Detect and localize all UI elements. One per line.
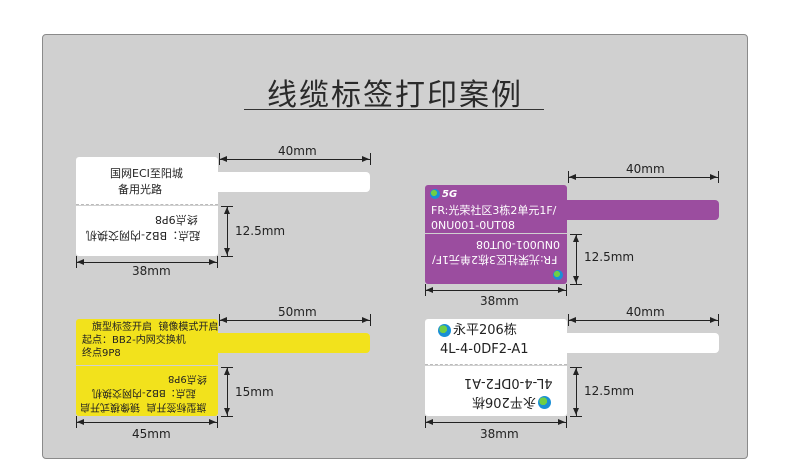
dim-1-tick [217,256,218,268]
dim-3-arrow [209,419,216,425]
label-2-line-1: FR:光荣社区3栋2单元1F/ [431,204,557,217]
label-3-line-2: 起点：BB2-内网交换机 [82,335,186,346]
china-mobile-logo-icon [538,396,551,409]
dim-2-tick [570,284,582,285]
dim-1-arrow [77,259,84,265]
label-2-line-2: 0NU001-0UT08 [431,219,516,232]
dim-3-line [227,367,228,416]
dim-2-arrow [426,287,433,293]
label-2-front [425,185,567,233]
label-3-flip-line-2: 起点：BB2-内网交换机 [92,387,196,398]
label-3-flip-line-3: 旗型标签开启 镜像模式开启 [80,401,207,412]
label-4-line-1: 永平206栋 [453,323,517,338]
dim-4-height-text: 12.5mm [584,384,635,398]
dim-1-tail-text: 40mm [278,144,317,158]
label-1-flip-line-2: 起点：BB2-内网交换机 [86,229,201,242]
dim-1-arrow [362,156,369,162]
dim-4-tail-text: 40mm [626,305,665,319]
dim-2-line [568,177,718,178]
dim-3-line [219,320,370,321]
dim-3-width-text: 45mm [132,427,171,441]
page-title: 线缆标签打印案例 [267,78,523,113]
label-2-flip-line-1: 0NU001-0UT08 [476,238,561,251]
title-underline [244,109,544,110]
label-1-line-2: 备用光路 [118,183,162,196]
china-mobile-logo-icon [430,189,440,199]
dim-4-line [425,422,566,423]
dim-4-line [568,320,718,321]
dim-4-line [576,367,577,416]
label-3-line-1: 旗型标签开启 镜像模式开启 [92,322,219,333]
label-4-flip-line-2: 永平206栋 [472,394,536,409]
dim-1-width-text: 38mm [132,264,171,278]
dim-1-height-text: 12.5mm [235,224,286,238]
label-4-flip-line-1: 4L-4-0DF2-A1 [464,375,553,390]
dim-2-height-text: 12.5mm [584,250,635,264]
label-2-flip-line-2: FR:光荣社区3栋2单元1F/ [432,253,558,266]
china-mobile-logo-icon [438,324,451,337]
label-3-flip-line-1: 终点9P8 [168,373,207,384]
label-2-back [425,234,567,284]
china-mobile-logo-icon [553,270,563,280]
dim-1-arrow [209,259,216,265]
dim-3-tick [370,314,371,326]
label-1-back [76,206,218,256]
dim-4-width-text: 38mm [480,427,519,441]
dim-3-arrow [220,317,227,323]
dim-4-tick [566,416,567,428]
dim-4-arrow [426,419,433,425]
dim-1-tick [221,256,233,257]
dim-3-tail-text: 50mm [278,305,317,319]
label-2-brand: 5G [442,189,458,200]
dim-4-arrow [710,317,717,323]
dim-1-line [227,206,228,256]
dim-4-tick [570,416,582,417]
dim-2-line [576,234,577,284]
dim-1-tick [370,153,371,165]
dim-3-arrow [224,408,230,415]
label-3-back [76,366,218,416]
dim-4-arrow [558,419,565,425]
label-1-front [76,157,218,205]
label-3-front [76,319,218,365]
label-1-line-1: 国网ECI至阳城 [110,167,183,180]
dim-2-arrow [710,174,717,180]
label-4-line-2: 4L-4-0DF2-A1 [440,342,529,357]
dim-3-arrow [77,419,84,425]
label-3-tail [218,333,370,353]
dim-2-arrow [573,235,579,242]
dim-3-arrow [224,368,230,375]
dim-2-tick [718,171,719,183]
label-1-flip-line-1: 终点9P8 [155,213,198,226]
dim-3-line [76,422,217,423]
dim-4-tick [718,314,719,326]
dim-1-arrow [224,207,230,214]
dim-3-height-text: 15mm [235,385,274,399]
label-3-line-3: 终点9P8 [82,348,121,359]
label-4-tail [567,333,719,353]
dim-2-line [425,290,566,291]
dim-3-tick [217,416,218,428]
dim-1-line [219,159,370,160]
dim-1-arrow [224,248,230,255]
dim-2-tail-text: 40mm [626,162,665,176]
dim-2-tick [566,284,567,296]
dim-2-arrow [573,276,579,283]
dim-1-line [76,262,217,263]
dim-2-width-text: 38mm [480,294,519,308]
label-1-tail [218,172,370,192]
dim-2-arrow [558,287,565,293]
dim-4-arrow [573,408,579,415]
dim-3-arrow [362,317,369,323]
dim-4-arrow [573,368,579,375]
dim-3-tick [221,416,233,417]
dim-1-arrow [220,156,227,162]
dim-2-arrow [569,174,576,180]
dim-4-arrow [569,317,576,323]
label-2-tail [567,200,719,220]
